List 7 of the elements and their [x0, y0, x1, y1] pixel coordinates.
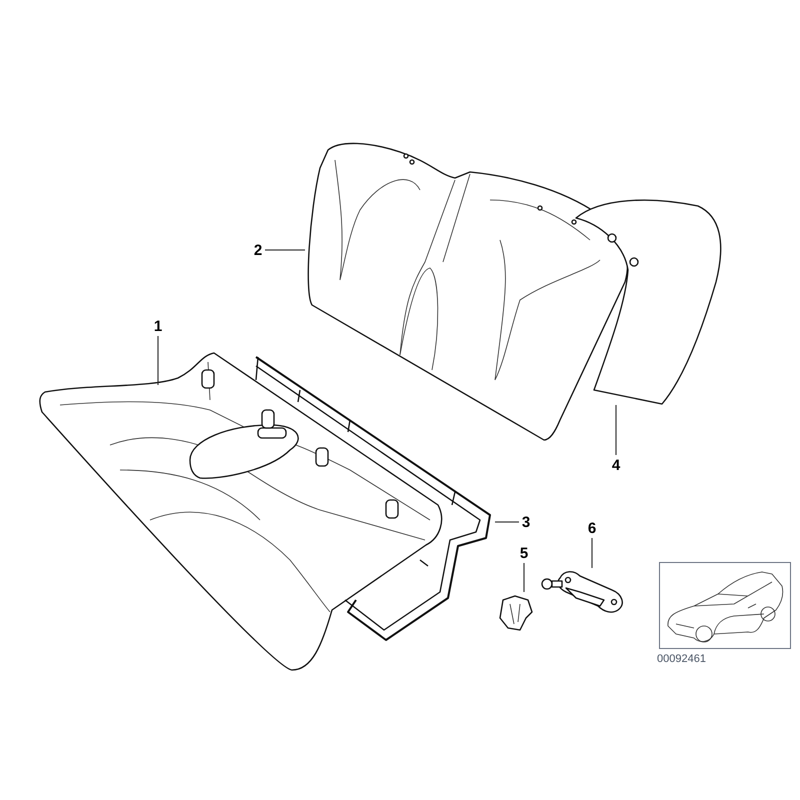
drawing-number: 00092461 — [657, 654, 706, 665]
callout-number: 5 — [520, 546, 528, 560]
callout-number: 6 — [588, 520, 596, 536]
callout-number: 4 — [612, 458, 620, 472]
callout-number: 1 — [154, 318, 162, 334]
callout-number: 3 — [522, 514, 530, 530]
callout-number: 2 — [254, 242, 262, 258]
